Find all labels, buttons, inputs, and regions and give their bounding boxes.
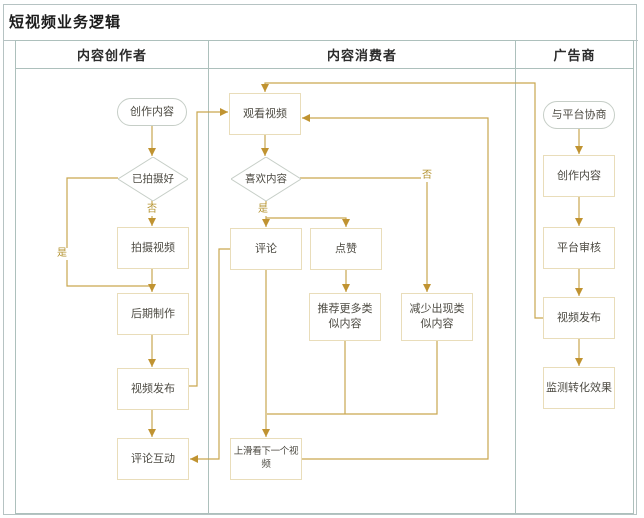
node-like[interactable]: 点赞 — [310, 228, 382, 270]
lane-divider-1 — [208, 40, 209, 514]
node-reduce-similar[interactable]: 减少出现类似内容 — [401, 293, 473, 341]
node-watch-video[interactable]: 观看视频 — [229, 93, 301, 135]
node-like-decision[interactable]: 喜欢内容 — [231, 157, 301, 201]
edge-adpublish-to-watch — [261, 82, 543, 319]
edge-label-consumer-yes: 是 — [257, 204, 269, 216]
node-creator-start[interactable]: 创作内容 — [117, 98, 187, 126]
node-ad-start[interactable]: 与平台协商 — [543, 101, 615, 129]
edge-yes-to-like — [265, 200, 350, 227]
page-border — [3, 4, 637, 515]
lane-divider-2 — [515, 40, 516, 514]
node-swipe-next[interactable]: 上滑看下一个视频 — [230, 438, 302, 480]
node-ad-review[interactable]: 平台审核 — [543, 227, 615, 269]
edge-label-creator-no: 否 — [146, 204, 158, 216]
node-shoot-video[interactable]: 拍摄视频 — [117, 227, 189, 269]
node-shot-decision[interactable]: 已拍摄好 — [118, 157, 188, 201]
lane-header-creator: 内容创作者 — [76, 47, 147, 63]
lane-header-advertiser: 广告商 — [553, 47, 596, 63]
node-comment[interactable]: 评论 — [230, 228, 302, 270]
edge-publish-to-watch — [189, 108, 228, 387]
edge-comment-to-interact — [190, 248, 230, 463]
swimlane-pool — [15, 40, 634, 514]
diagram-title: 短视频业务逻辑 — [9, 14, 122, 31]
node-comment-interact[interactable]: 评论互动 — [117, 438, 189, 480]
edge-label-consumer-no: 否 — [421, 170, 433, 182]
node-ad-monitor[interactable]: 监测转化效果 — [543, 367, 615, 409]
node-ad-publish[interactable]: 视频发布 — [543, 297, 615, 339]
node-post-production[interactable]: 后期制作 — [117, 293, 189, 335]
node-creator-publish[interactable]: 视频发布 — [117, 368, 189, 410]
diamond-shape — [118, 157, 188, 201]
lane-header-consumer: 内容消费者 — [326, 47, 397, 63]
diamond-shape — [231, 157, 301, 201]
edge-swipe-loop-watch — [302, 114, 489, 460]
lane-header-divider — [15, 68, 634, 69]
edge-reduce-merge — [267, 341, 438, 415]
edge-label-creator-yes: 是 — [56, 248, 68, 260]
node-ad-create[interactable]: 创作内容 — [543, 155, 615, 197]
node-recommend-similar[interactable]: 推荐更多类似内容 — [309, 293, 381, 341]
edge-decision-yes-post — [66, 177, 151, 287]
